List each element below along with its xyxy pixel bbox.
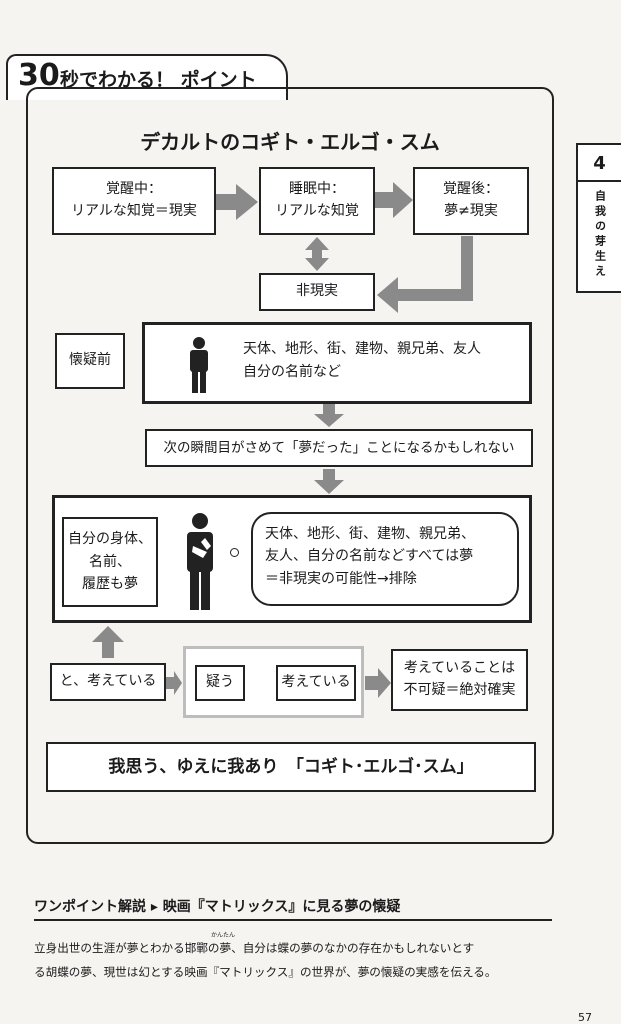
chapter-number: 4 — [578, 153, 621, 182]
after-doubt-label-line1: 自分の身体、 — [68, 531, 152, 548]
main-frame — [26, 87, 554, 844]
arrow-elbow-icon — [377, 236, 473, 313]
and-thinking-box: と、考えている — [50, 663, 166, 701]
person-icon — [190, 337, 208, 393]
thought-dot-small — [230, 548, 239, 557]
onepoint-ruby: かんたん — [211, 932, 236, 939]
arrow-right-icon — [365, 668, 391, 698]
realize-box: 次の瞬間目がさめて「夢だった」ことになるかもしれない — [145, 429, 533, 467]
thinking-person-icon — [187, 513, 213, 610]
awake-line1: 覚醒中： — [106, 181, 162, 198]
conclusion-box: 我思う、ゆえに我あり 「コギト･エルゴ･スム」 — [46, 742, 536, 792]
doubt-box: 疑う — [195, 665, 245, 701]
bubble-line3: ＝非現実の可能性→排除 — [265, 570, 417, 587]
bubble-line2: 友人、自分の名前などすべては夢 — [265, 548, 474, 565]
after-doubt-label: 自分の身体、 名前、 履歴も夢 — [62, 517, 158, 607]
after-line2: 夢≠現実 — [444, 203, 498, 219]
diagram-title: デカルトのコギト・エルゴ・スム — [140, 130, 440, 154]
arrow-right-icon — [166, 671, 182, 695]
onepoint-body: 立身出世の生涯が夢とわかる邯鄲の夢、自分は蝶の夢のなかの存在かもしれないとす る… — [34, 937, 564, 985]
onepoint-heading: ワンポイント解説 ▸ 映画『マトリックス』に見る夢の懐疑 — [34, 899, 401, 915]
thought-bubble: 天体、地形、街、建物、親兄弟、 友人、自分の名前などすべては夢 ＝非現実の可能性… — [251, 512, 519, 606]
chapter-title: 自我の芽生え — [593, 190, 607, 280]
arrow-down-icon — [314, 404, 344, 427]
sleep-line1: 睡眠中： — [289, 181, 345, 198]
header-title: 秒でわかる！ ポイント — [60, 69, 257, 91]
arrow-right-icon — [375, 182, 413, 218]
before-doubt-line2: 自分の名前など — [243, 364, 341, 381]
after-line1: 覚醒後： — [443, 181, 499, 198]
arrow-right-icon — [216, 184, 258, 220]
arrow-up-icon — [92, 626, 124, 658]
after-doubt-label-line3: 履歴も夢 — [82, 576, 138, 593]
page-number: 57 — [578, 1011, 592, 1024]
onepoint-body-line1: 立身出世の生涯が夢とわかる邯鄲の夢、自分は蝶の夢のなかの存在かもしれないとす — [34, 941, 475, 955]
awake-box: 覚醒中： リアルな知覚＝現実 — [52, 167, 216, 235]
double-arrow-vertical-icon — [305, 237, 329, 271]
unreal-box: 非現実 — [259, 273, 375, 311]
after-doubt-label-line2: 名前、 — [89, 553, 131, 570]
side-chapter-tab: 4 自我の芽生え — [576, 143, 621, 293]
awake-line2: リアルな知覚＝現実 — [71, 203, 197, 219]
header-tab: 30 秒でわかる！ ポイント — [6, 54, 288, 100]
thinking-box: 考えている — [276, 665, 356, 701]
before-doubt-line1: 天体、地形、街、建物、親兄弟、友人 — [243, 341, 481, 357]
onepoint-body-line2: る胡蝶の夢、現世は幻とする映画『マトリックス』の世界が、夢の懐疑の実感を伝える。 — [34, 964, 497, 979]
onepoint-rule — [34, 919, 552, 921]
bubble-line1: 天体、地形、街、建物、親兄弟、 — [265, 526, 475, 542]
sleep-line2: リアルな知覚 — [275, 203, 359, 219]
before-doubt-box: 天体、地形、街、建物、親兄弟、友人 自分の名前など — [142, 322, 532, 404]
certain-line1: 考えていることは — [403, 660, 516, 677]
sleep-box: 睡眠中： リアルな知覚 — [259, 167, 375, 235]
certain-line2: 不可疑＝絶対確実 — [403, 682, 516, 698]
arrow-down-icon — [314, 469, 344, 494]
before-doubt-text: 天体、地形、街、建物、親兄弟、友人 自分の名前など — [243, 338, 481, 384]
before-doubt-label: 懐疑前 — [55, 333, 125, 389]
after-awake-box: 覚醒後： 夢≠現実 — [413, 167, 529, 235]
certain-box: 考えていることは 不可疑＝絶対確実 — [391, 649, 528, 711]
